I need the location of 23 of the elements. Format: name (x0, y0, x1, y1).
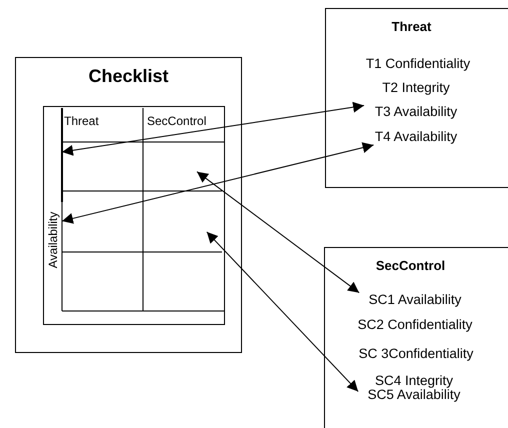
list-panel (324, 247, 508, 428)
table-grid (43, 106, 225, 325)
column-header: Threat (64, 115, 99, 127)
double-arrow (62, 102, 365, 156)
list-item: T2 Integrity (381, 79, 451, 96)
list-item: SC1 Availability (368, 291, 462, 308)
double-arrow (196, 171, 360, 294)
column-header: SecControl (147, 115, 206, 127)
list-item: T4 Availability (374, 128, 458, 145)
list-panel (325, 8, 508, 188)
list-item: SC2 Confidentiality (356, 316, 474, 333)
double-arrow (206, 231, 359, 392)
list-item: SC 3Confidentiality (358, 345, 474, 362)
list-item: SC4 Integrity (374, 374, 454, 388)
row-header: Availability (47, 212, 59, 268)
heading: SecControl (374, 259, 446, 272)
double-arrow (62, 142, 374, 224)
title: Checklist (87, 67, 170, 85)
list-item: SC5 Availability (366, 388, 462, 402)
checklist-frame (15, 57, 242, 353)
heading: Threat (390, 20, 432, 33)
list-item: T3 Availability (374, 103, 458, 120)
list-item: T1 Confidentiality (364, 55, 472, 72)
